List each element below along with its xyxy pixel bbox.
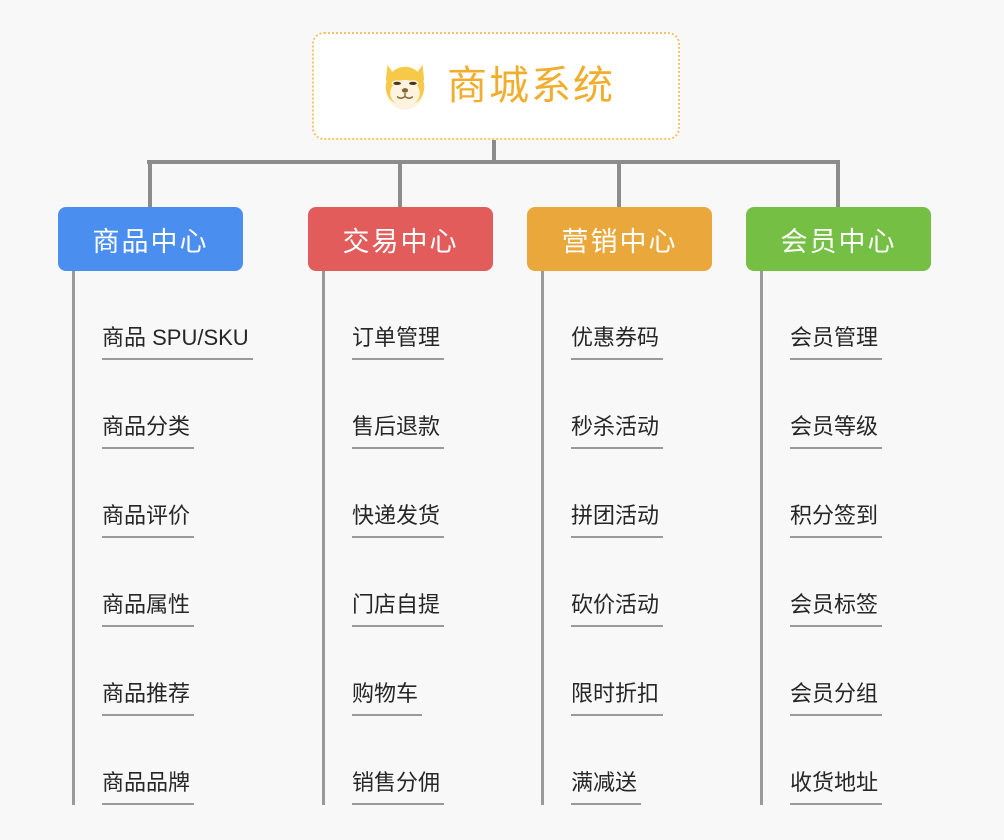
branch-header[interactable]: 商品中心 bbox=[58, 207, 243, 271]
branch-item-list: 会员管理会员等级积分签到会员标签会员分组收货地址 bbox=[760, 271, 931, 805]
branch-item[interactable]: 砍价活动 bbox=[541, 538, 712, 627]
branch-item[interactable]: 积分签到 bbox=[760, 449, 931, 538]
branch-item-label: 秒杀活动 bbox=[571, 416, 664, 449]
branch-item-label: 会员分组 bbox=[790, 683, 883, 716]
branch-item-label: 拼团活动 bbox=[571, 505, 664, 538]
branch-item-label: 优惠券码 bbox=[571, 327, 664, 360]
branch-item[interactable]: 商品分类 bbox=[72, 360, 243, 449]
branch-column: 交易中心订单管理售后退款快递发货门店自提购物车销售分佣 bbox=[308, 207, 493, 805]
branch-item[interactable]: 商品属性 bbox=[72, 538, 243, 627]
branch-item-label: 门店自提 bbox=[352, 594, 445, 627]
branch-item-label: 会员管理 bbox=[790, 327, 883, 360]
branch-item[interactable]: 商品品牌 bbox=[72, 716, 243, 805]
branch-spine bbox=[322, 271, 325, 805]
branch-item-label: 商品属性 bbox=[102, 594, 195, 627]
branch-spine bbox=[541, 271, 544, 805]
branch-item[interactable]: 会员等级 bbox=[760, 360, 931, 449]
connector-drop-1 bbox=[148, 160, 152, 207]
branch-item-label: 商品分类 bbox=[102, 416, 195, 449]
branch-item-label: 会员标签 bbox=[790, 594, 883, 627]
branch-item-label: 满减送 bbox=[571, 772, 642, 805]
branch-item-list: 商品 SPU/SKU 商品分类商品评价商品属性商品推荐商品品牌 bbox=[72, 271, 253, 805]
branch-item[interactable]: 收货地址 bbox=[760, 716, 931, 805]
root-node[interactable]: 商城系统 bbox=[312, 32, 680, 140]
branch-item[interactable]: 售后退款 bbox=[322, 360, 493, 449]
branch-item[interactable]: 销售分佣 bbox=[322, 716, 493, 805]
branch-item[interactable]: 商品推荐 bbox=[72, 627, 243, 716]
branch-column: 商品中心商品 SPU/SKU 商品分类商品评价商品属性商品推荐商品品牌 bbox=[58, 207, 253, 805]
branch-item-list: 订单管理售后退款快递发货门店自提购物车销售分佣 bbox=[322, 271, 493, 805]
branch-item-label: 会员等级 bbox=[790, 416, 883, 449]
branch-item-label: 商品推荐 bbox=[102, 683, 195, 716]
branch-spine bbox=[72, 271, 75, 805]
branch-item[interactable]: 会员管理 bbox=[760, 271, 931, 360]
branch-item[interactable]: 限时折扣 bbox=[541, 627, 712, 716]
branch-item-label: 快递发货 bbox=[352, 505, 445, 538]
connector-horizontal-bus bbox=[147, 160, 840, 164]
branch-item-label: 收货地址 bbox=[790, 772, 883, 805]
branch-item[interactable]: 秒杀活动 bbox=[541, 360, 712, 449]
branch-item[interactable]: 会员标签 bbox=[760, 538, 931, 627]
branch-item[interactable]: 拼团活动 bbox=[541, 449, 712, 538]
branch-item[interactable]: 门店自提 bbox=[322, 538, 493, 627]
branch-item-label: 砍价活动 bbox=[571, 594, 664, 627]
branch-item-label: 购物车 bbox=[352, 683, 423, 716]
branch-item[interactable]: 会员分组 bbox=[760, 627, 931, 716]
branch-item-label: 销售分佣 bbox=[352, 772, 445, 805]
branch-column: 营销中心优惠券码秒杀活动拼团活动砍价活动限时折扣满减送 bbox=[527, 207, 712, 805]
branch-item[interactable]: 商品 SPU/SKU bbox=[72, 271, 253, 360]
branch-item-list: 优惠券码秒杀活动拼团活动砍价活动限时折扣满减送 bbox=[541, 271, 712, 805]
branch-item-label: 限时折扣 bbox=[571, 683, 664, 716]
branch-item-label: 订单管理 bbox=[352, 327, 445, 360]
connector-drop-2 bbox=[398, 160, 402, 207]
connector-drop-3 bbox=[617, 160, 621, 207]
branch-item-label: 商品品牌 bbox=[102, 772, 195, 805]
branch-item[interactable]: 满减送 bbox=[541, 716, 712, 805]
branch-header[interactable]: 营销中心 bbox=[527, 207, 712, 271]
branch-column: 会员中心会员管理会员等级积分签到会员标签会员分组收货地址 bbox=[746, 207, 931, 805]
branch-item-label: 售后退款 bbox=[352, 416, 445, 449]
branch-spine bbox=[760, 271, 763, 805]
branch-item-label: 积分签到 bbox=[790, 505, 883, 538]
branch-header[interactable]: 会员中心 bbox=[746, 207, 931, 271]
branch-item-label: 商品评价 bbox=[102, 505, 195, 538]
branch-item[interactable]: 快递发货 bbox=[322, 449, 493, 538]
branch-item-label: 商品 SPU/SKU bbox=[102, 327, 253, 360]
branch-item[interactable]: 优惠券码 bbox=[541, 271, 712, 360]
branch-item[interactable]: 购物车 bbox=[322, 627, 493, 716]
dog-face-icon bbox=[385, 65, 425, 110]
root-label: 商城系统 bbox=[447, 64, 615, 108]
branch-header[interactable]: 交易中心 bbox=[308, 207, 493, 271]
branch-item[interactable]: 商品评价 bbox=[72, 449, 243, 538]
connector-drop-4 bbox=[836, 160, 840, 207]
connector-root-stem bbox=[492, 140, 496, 162]
branch-item[interactable]: 订单管理 bbox=[322, 271, 493, 360]
